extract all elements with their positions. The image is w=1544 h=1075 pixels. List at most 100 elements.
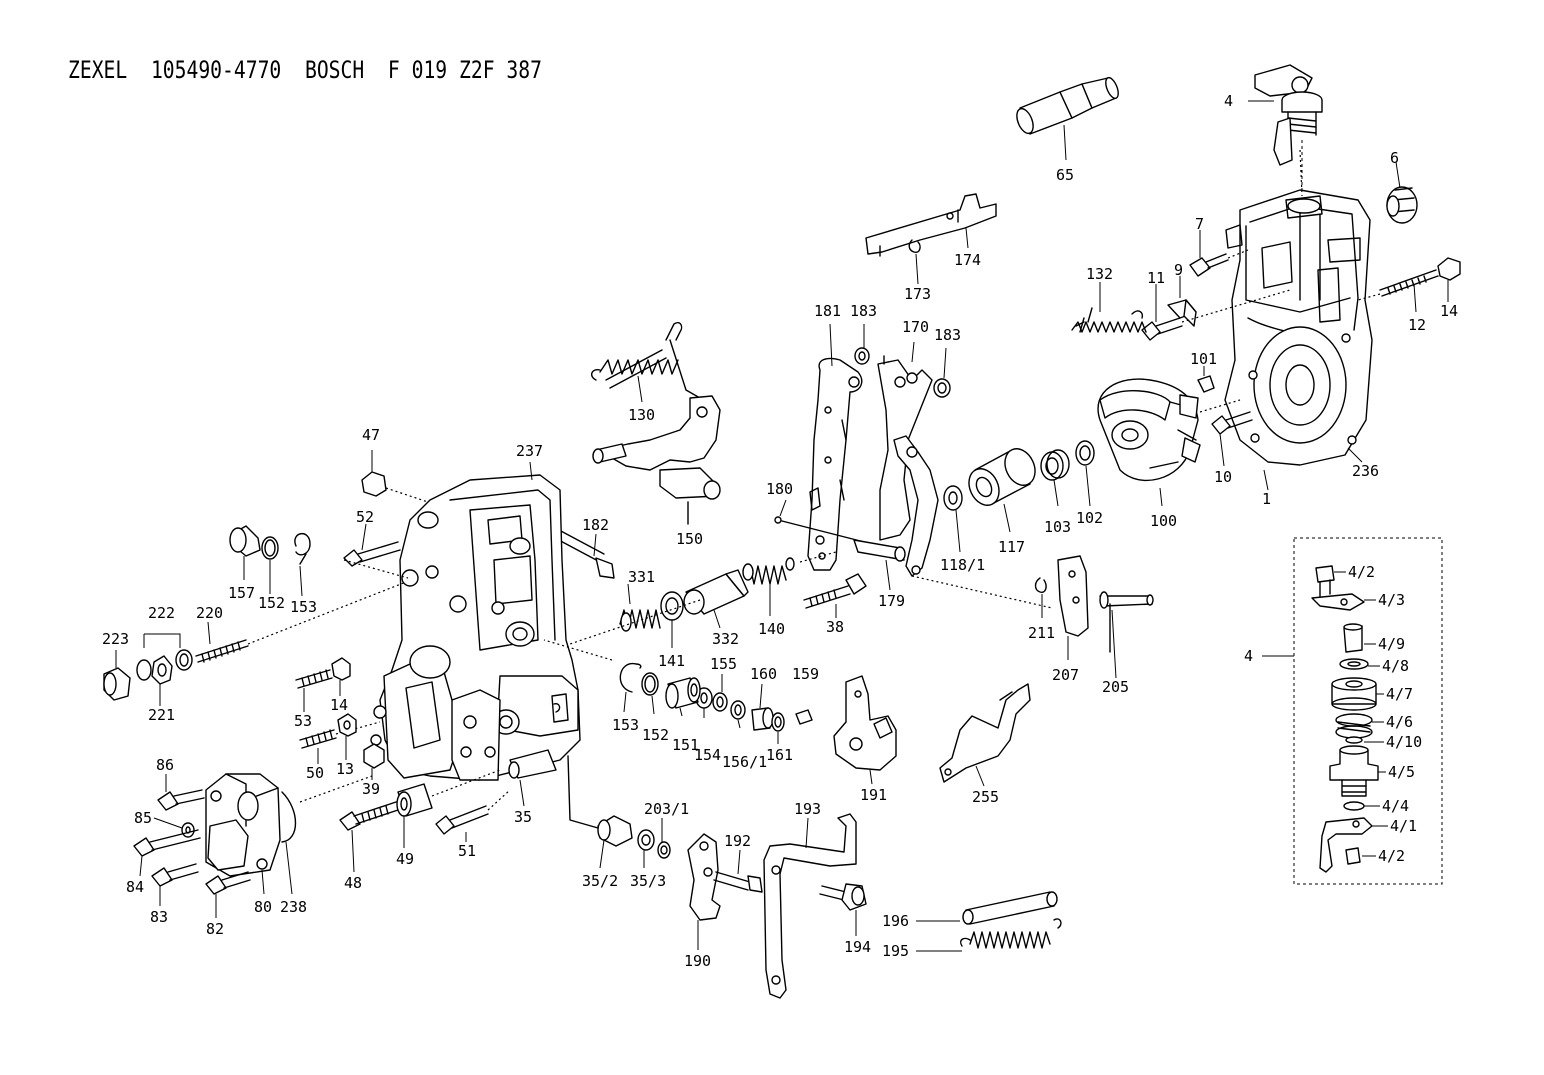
part-255-bracket [939, 683, 1031, 787]
callout-182: 182 [582, 516, 609, 534]
callout-102: 102 [1076, 509, 1103, 527]
part-192-bolt [713, 849, 763, 893]
callout-35-2: 35/2 [582, 872, 618, 890]
part-191-bracket [833, 675, 897, 785]
callout-48: 48 [344, 874, 362, 892]
callout-14-mid: 14 [330, 696, 348, 714]
callout-159: 159 [792, 665, 819, 683]
callout-labels: 4 65 6 174 173 7 132 11 9 12 14 101 10 1… [102, 92, 1458, 970]
callout-152-a: 152 [258, 594, 285, 612]
callout-51: 51 [458, 842, 476, 860]
part-80-leader [261, 869, 265, 895]
callout-179: 179 [878, 592, 905, 610]
callout-86: 86 [156, 756, 174, 774]
part-101-key [1197, 366, 1215, 393]
callout-47: 47 [362, 426, 380, 444]
callout-156-1: 156/1 [722, 753, 767, 771]
callout-170: 170 [902, 318, 929, 336]
part-173-clip [908, 239, 921, 285]
part-84-bolt [133, 829, 201, 877]
callout-101: 101 [1190, 350, 1217, 368]
inset-4-8: 4/8 [1382, 657, 1409, 675]
callout-183-a: 183 [850, 302, 877, 320]
callout-205: 205 [1102, 678, 1129, 696]
part-183-washer-a [854, 347, 870, 365]
callout-84: 84 [126, 878, 144, 896]
part-193-rod [763, 813, 857, 999]
callout-6: 6 [1390, 149, 1399, 167]
callout-220: 220 [196, 604, 223, 622]
callout-238: 238 [280, 898, 307, 916]
part-153-circlip-b [619, 663, 642, 713]
part-152-oring-a [261, 536, 279, 594]
callout-11: 11 [1147, 269, 1165, 287]
callout-132: 132 [1086, 265, 1113, 283]
inset-4-2-top: 4/2 [1348, 563, 1375, 581]
callout-52: 52 [356, 508, 374, 526]
part-50-screw [299, 721, 381, 764]
callout-9: 9 [1174, 261, 1183, 279]
part-49-bush [396, 769, 501, 848]
inset-4-7: 4/7 [1386, 685, 1413, 703]
part-207-bracket [1057, 555, 1089, 660]
part-14-nut [1357, 257, 1461, 302]
inset-4-1: 4/1 [1390, 817, 1417, 835]
part-181-lever [807, 357, 863, 571]
callout-35-3: 35/3 [630, 872, 666, 890]
callout-194: 194 [844, 938, 871, 956]
callout-7: 7 [1195, 215, 1204, 233]
callout-180: 180 [766, 480, 793, 498]
part-183-washer-b [933, 347, 951, 398]
part-190-lever [687, 833, 721, 950]
part-6-plug [1386, 161, 1418, 224]
part-132-spring [1071, 282, 1147, 333]
inset-box-part-4 [1262, 537, 1443, 885]
part-52-bolt [343, 523, 409, 579]
part-102-washer [1075, 440, 1095, 507]
callout-53: 53 [294, 712, 312, 730]
part-83-bolt [151, 863, 199, 906]
part-51-bolt [435, 789, 511, 842]
part-196-sleeve [916, 891, 1058, 925]
inset-4-3: 4/3 [1378, 591, 1405, 609]
callout-207: 207 [1052, 666, 1079, 684]
part-118-1-washer [943, 485, 963, 553]
part-151-bush [665, 677, 701, 717]
part-174-link [865, 193, 997, 257]
part-161-ring [771, 712, 785, 744]
callout-191: 191 [860, 786, 887, 804]
part-222-bracket-line [143, 633, 181, 648]
part-14-nut-b [331, 657, 351, 696]
inset-4-10: 4/10 [1386, 733, 1422, 751]
callout-49: 49 [396, 850, 414, 868]
callout-153-a: 153 [290, 598, 317, 616]
part-152-oring-b [641, 672, 659, 715]
callout-4: 4 [1224, 92, 1233, 110]
part-195-spring [916, 918, 1062, 952]
part-150-lever [592, 339, 721, 525]
part-211-clip [1034, 577, 1047, 618]
part-35-3-ring [637, 829, 655, 868]
part-220-screw [195, 581, 407, 663]
callout-181: 181 [814, 302, 841, 320]
callout-237: 237 [516, 442, 543, 460]
part-82-bolt [205, 871, 251, 918]
part-4-lever-assembly [1254, 64, 1323, 200]
part-35-leader [519, 779, 525, 807]
callout-38: 38 [826, 618, 844, 636]
callout-223: 223 [102, 630, 129, 648]
callout-80: 80 [254, 898, 272, 916]
callout-196: 196 [882, 912, 909, 930]
part-11-bolt [1141, 284, 1291, 341]
part-159-key [795, 709, 813, 725]
part-39-nut [363, 743, 385, 780]
callout-150: 150 [676, 530, 703, 548]
part-331-spring [619, 583, 661, 632]
part-100-flyweight [1097, 378, 1201, 507]
part-140-spring [742, 557, 795, 616]
callout-83: 83 [150, 908, 168, 926]
callout-117: 117 [998, 538, 1025, 556]
part-130-spring [590, 322, 683, 403]
part-179-pin [853, 539, 906, 591]
